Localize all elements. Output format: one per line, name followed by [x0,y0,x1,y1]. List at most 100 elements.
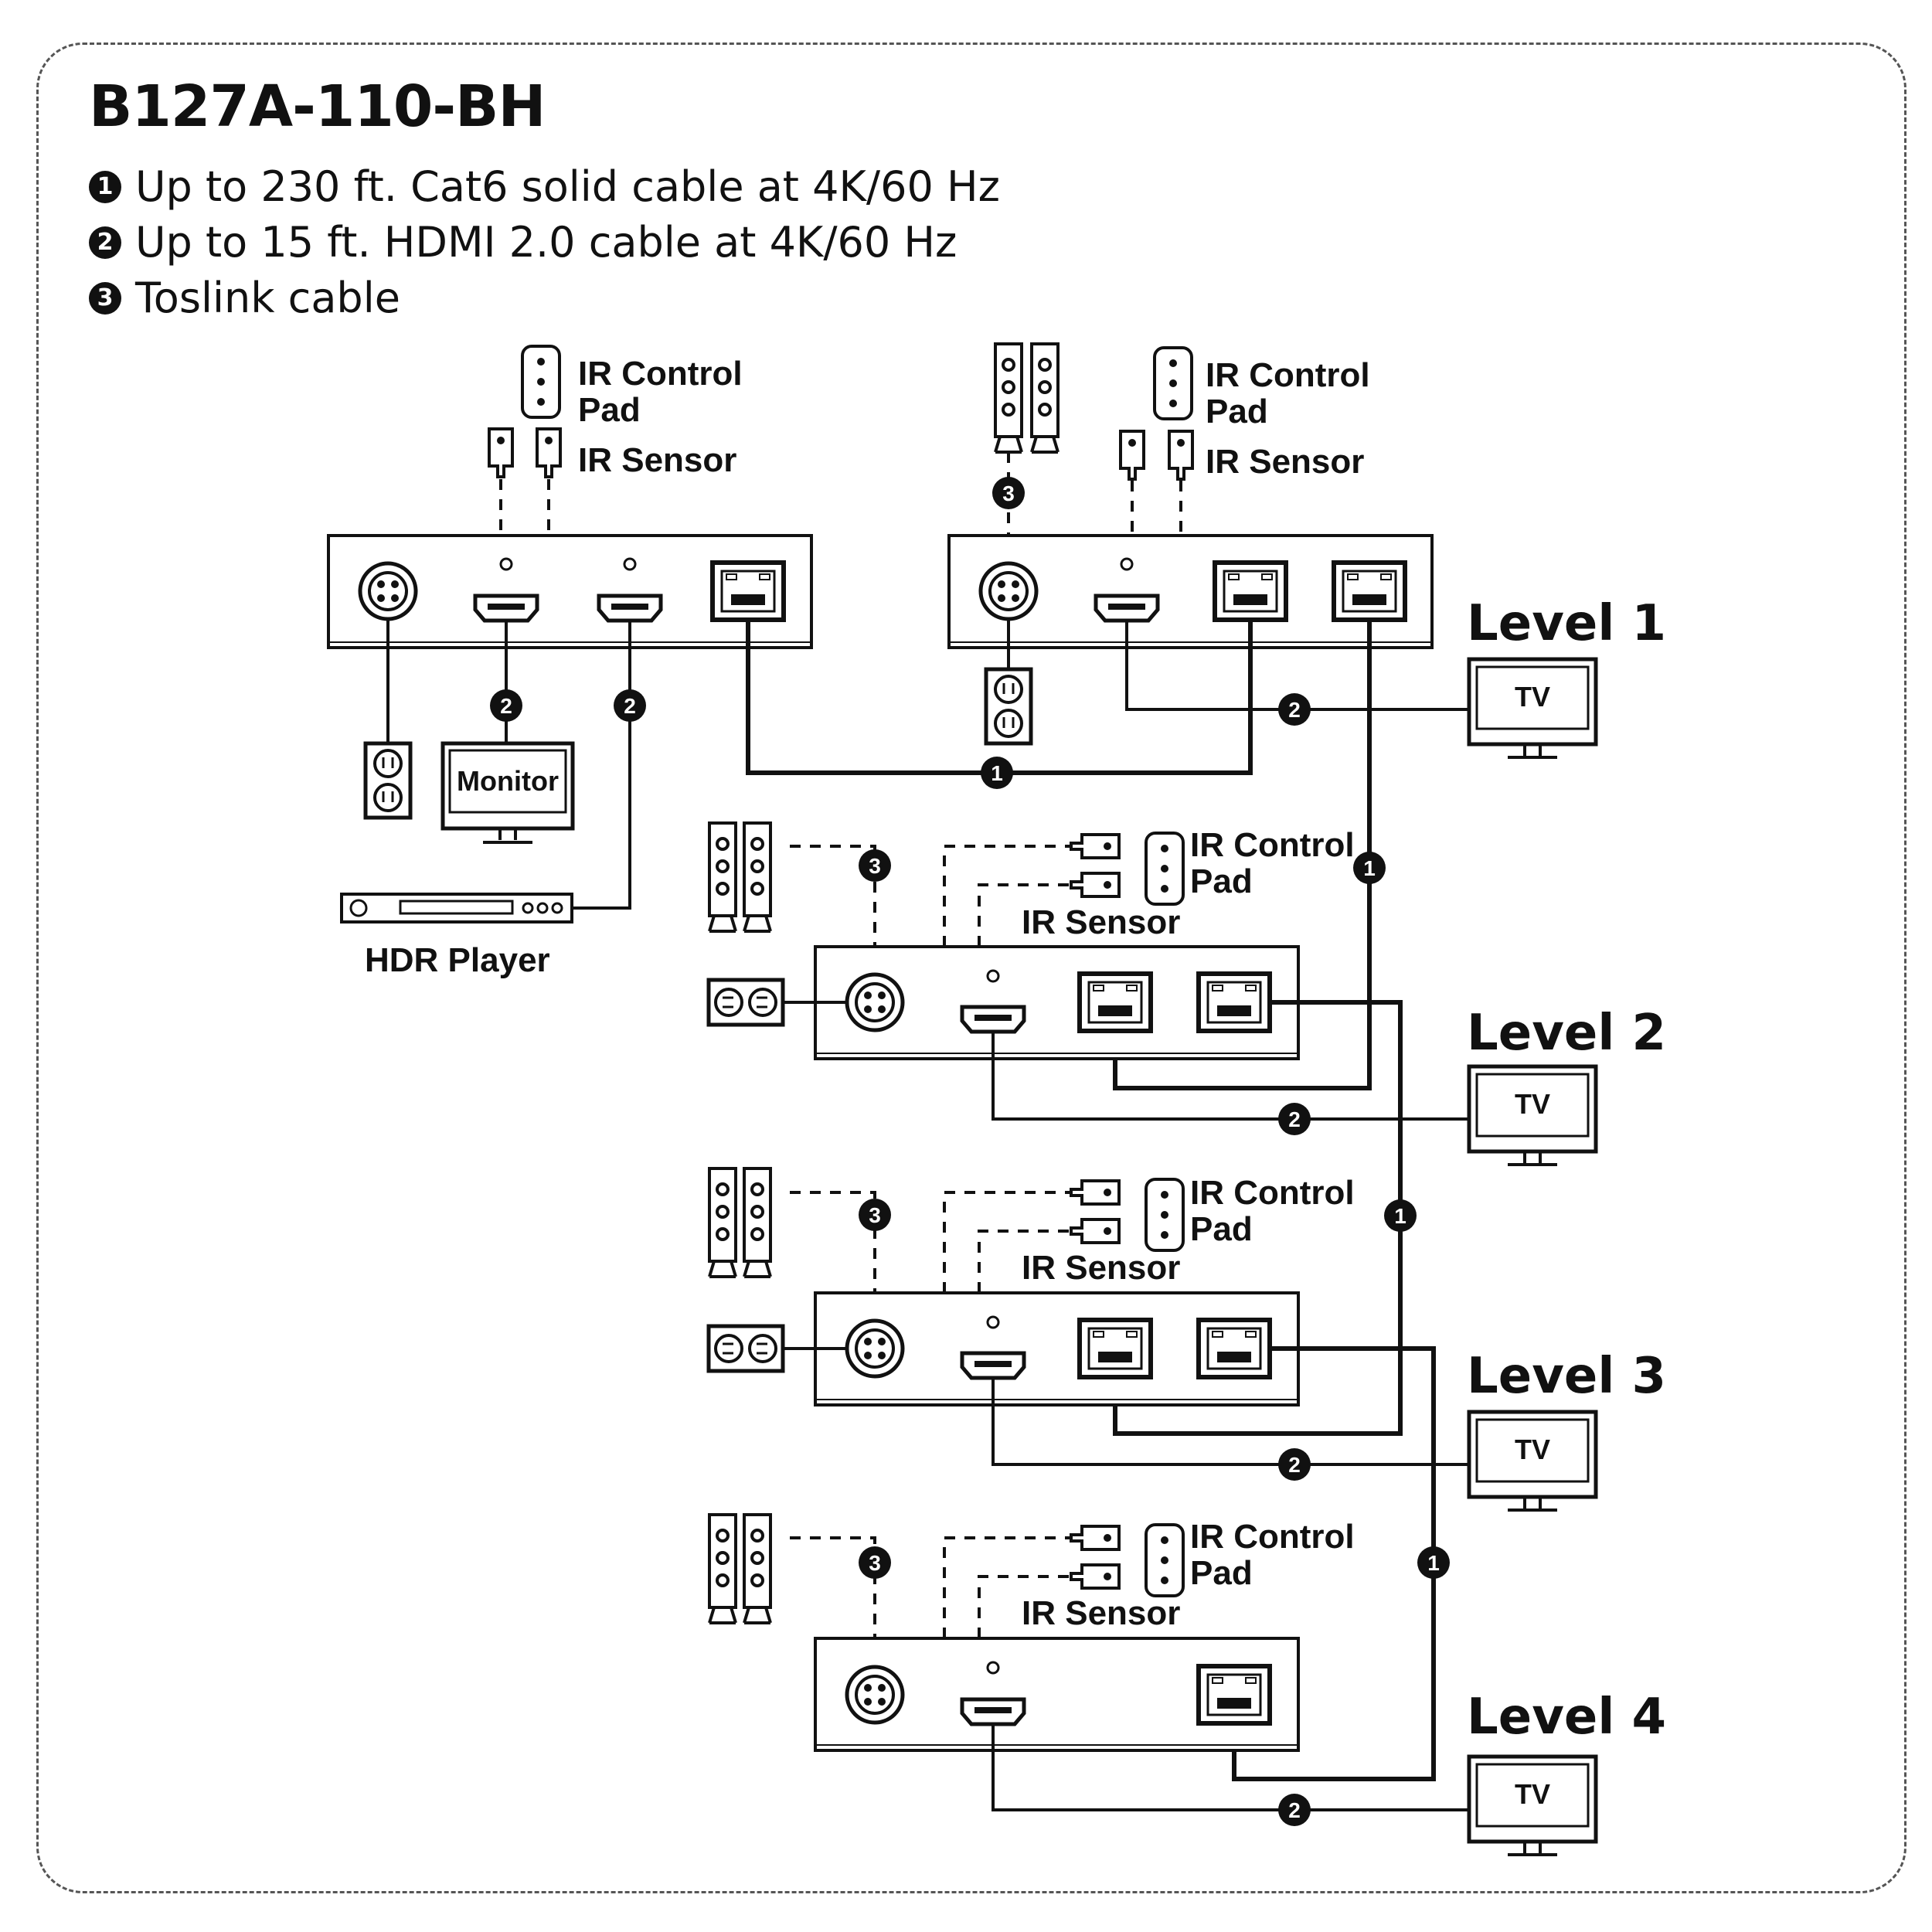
ir-sensor-icon [1070,1525,1121,1551]
ir-led-icon [1120,557,1134,571]
cat6-in-port-icon [1080,974,1151,1031]
cat6-badge: 1 [1417,1546,1450,1579]
ir-led-icon [986,1315,1000,1329]
receiver-unit-level-1 [947,534,1434,649]
tv-label: TV [1515,1778,1550,1810]
cat6-badge: 1 [1353,852,1386,884]
legend-item-cat6: 1 Up to 230 ft. Cat6 solid cable at 4K/6… [89,162,1000,211]
cat6-out-port-icon [1199,974,1270,1031]
ir-control-label: IR Control [1206,356,1370,394]
tv-label: TV [1515,681,1550,713]
speaker-icon [708,821,737,933]
power-port-icon [847,1667,903,1723]
ir-sensor-icon [1070,1179,1121,1206]
ir-led-icon [986,969,1000,983]
legend-item-toslink: 3 Toslink cable [89,274,400,322]
power-port-icon [847,1321,903,1376]
ir-control-label: IR Control [578,355,743,393]
cat6-port-icon [713,563,784,620]
ir-sensor-icon [1119,430,1145,481]
ir-sensor-label: IR Sensor [578,441,736,479]
legend-item-hdmi: 2 Up to 15 ft. HDMI 2.0 cable at 4K/60 H… [89,218,957,267]
power-port-icon [360,563,416,619]
power-port-icon [981,563,1036,619]
ir-control-pad-icon [1145,832,1185,906]
legend-text: Up to 15 ft. HDMI 2.0 cable at 4K/60 Hz [135,218,957,267]
cat6-in-port-icon [1199,1666,1270,1723]
legend-badge: 3 [89,281,121,315]
hdmi-badge: 2 [490,689,522,722]
receiver-unit-level-2 [814,945,1300,1060]
svg-text:2: 2 [1288,1453,1301,1477]
monitor-label: Monitor [457,765,559,797]
cat6-in-port-icon [1080,1320,1151,1377]
ir-control-label: IR Control [1190,1518,1355,1556]
tv-label: TV [1515,1434,1550,1465]
legend-text: Up to 230 ft. Cat6 solid cable at 4K/60 … [135,162,1000,211]
toslink-badge: 3 [859,1199,891,1231]
ir-sensor-label: IR Sensor [1206,443,1364,481]
speaker-icon [743,1167,772,1278]
ir-sensor-label: IR Sensor [1022,1594,1180,1632]
ir-control-pad-icon [1145,1178,1185,1252]
hdr-player [340,893,573,923]
monitor: Monitor [440,741,575,844]
ir-control-label: Pad [1206,393,1268,430]
speaker-icon [708,1167,737,1278]
ir-led-icon [623,557,637,571]
cat6-out-port-icon [1334,563,1405,620]
receiver-unit-level-4 [814,1637,1300,1752]
speaker-icon [994,342,1023,454]
power-port-icon [847,975,903,1030]
speaker-icon [1030,342,1060,454]
ir-sensor-icon [1168,430,1194,481]
svg-text:3: 3 [869,1551,881,1575]
ir-sensor-icon [1070,1218,1121,1244]
svg-text:1: 1 [1427,1551,1440,1575]
ir-led-icon [986,1661,1000,1675]
svg-text:2: 2 [624,694,636,718]
ir-control-label: IR Control [1190,1174,1355,1212]
hdmi-badge: 2 [1278,1794,1311,1826]
level-4-label: Level 4 [1467,1689,1666,1746]
ir-sensor-label: IR Sensor [1022,1249,1180,1287]
power-outlet-icon [709,980,783,1025]
tv-label: TV [1515,1088,1550,1120]
svg-text:2: 2 [1288,698,1301,722]
speaker-icon [743,821,772,933]
svg-text:1: 1 [991,761,1003,785]
toslink-badge: 3 [859,849,891,882]
svg-text:2: 2 [1288,1107,1301,1131]
toslink-badge: 3 [859,1546,891,1579]
legend-badge: 2 [89,226,121,259]
level-3-label: Level 3 [1467,1348,1666,1405]
ir-sensor-icon [488,427,514,478]
hdmi-in-port-icon [599,596,661,621]
svg-text:3: 3 [869,854,881,878]
diagram-frame [36,43,1906,1893]
hdmi-badge: 2 [614,689,646,722]
speaker-icon [708,1513,737,1624]
svg-text:2: 2 [500,694,512,718]
cat6-badge: 1 [1384,1199,1417,1232]
hdmi-badge: 2 [1278,693,1311,726]
hdmi-out-port-icon [475,596,537,621]
svg-text:1: 1 [1363,856,1376,880]
hdmi-port-icon [962,1007,1024,1032]
ir-control-label: Pad [1190,1210,1253,1248]
ir-sensor-label: IR Sensor [1022,903,1180,941]
ir-control-pad-icon [1153,346,1193,420]
hdr-player-label: HDR Player [365,941,550,979]
transmitter-unit [327,534,813,649]
ir-led-icon [499,557,513,571]
hdmi-badge: 2 [1278,1448,1311,1481]
svg-text:3: 3 [869,1203,881,1227]
ir-sensor-icon [536,427,562,478]
legend-badge: 1 [89,170,121,203]
speaker-icon [743,1513,772,1624]
ir-control-label: Pad [1190,1554,1253,1592]
cat6-badge: 1 [981,757,1013,789]
svg-text:2: 2 [1288,1798,1301,1822]
power-outlet-icon [986,669,1031,743]
